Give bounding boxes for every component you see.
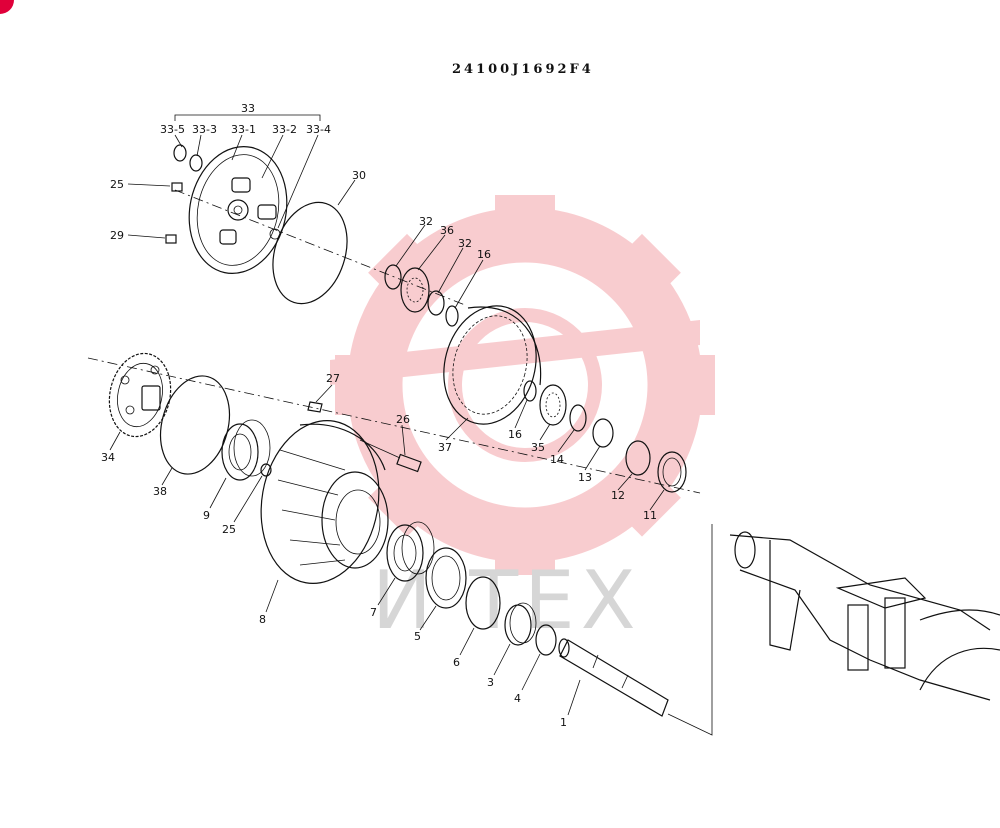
part-38-o-ring (159, 375, 231, 475)
callout-4: 4 (514, 692, 521, 705)
axis-line-lower (87, 357, 701, 494)
watermark-gear-icon (330, 195, 715, 575)
callout-32-b: 32 (458, 237, 472, 250)
callout-14: 14 (550, 453, 564, 466)
callout-33-2: 33-2 (272, 123, 297, 136)
part-6-o-ring (465, 576, 501, 630)
part-13-lock-nut (592, 418, 614, 448)
callout-34: 34 (101, 451, 115, 464)
callout-32: 32 (419, 215, 433, 228)
part-36-planet-gear (400, 267, 430, 313)
callout-7: 7 (370, 606, 377, 619)
callout-1: 1 (560, 716, 567, 729)
callout-33-5: 33-5 (160, 123, 185, 136)
part-33-carrier-cover (165, 144, 288, 274)
callout-12: 12 (611, 489, 625, 502)
part-30-o-ring (272, 201, 348, 305)
callout-27: 27 (326, 372, 340, 385)
callout-3: 3 (487, 676, 494, 689)
callout-labels: 33 33-5 33-3 33-1 33-2 33-4 25 29 30 32 … (101, 102, 657, 729)
callout-38: 38 (153, 485, 167, 498)
part-9-bearing (221, 419, 271, 481)
part-27-plug (307, 401, 323, 413)
callout-16-b: 16 (508, 428, 522, 441)
callout-8: 8 (259, 613, 266, 626)
part-3-collar (504, 602, 537, 646)
bracket-line (667, 524, 713, 736)
part-4-o-ring (535, 624, 557, 656)
callout-5: 5 (414, 630, 421, 643)
callout-37: 37 (438, 441, 452, 454)
callout-26: 26 (396, 413, 410, 426)
watermark-text: И ТЕХ (372, 554, 642, 647)
callout-30: 30 (352, 169, 366, 182)
part-32-washer (384, 264, 402, 290)
part-1-axle-shaft (558, 638, 669, 717)
part-16-snap-ring-b (523, 380, 537, 402)
callout-36: 36 (440, 224, 454, 237)
part-25-plug-b (260, 463, 272, 477)
part-34-sprocket (108, 352, 172, 438)
part-16-snap-ring (445, 305, 459, 327)
part-5-seal (425, 547, 467, 609)
callout-6: 6 (453, 656, 460, 669)
part-14-washer (569, 404, 587, 432)
part-8-hub-housing (260, 420, 389, 584)
callout-16: 16 (477, 248, 491, 261)
callout-9: 9 (203, 509, 210, 522)
callout-33: 33 (241, 102, 255, 115)
callout-33-1: 33-1 (231, 123, 256, 136)
axis-line-upper (174, 189, 466, 306)
drawing-code: 24100J1692F4 (452, 62, 594, 77)
callout-13: 13 (578, 471, 592, 484)
axle-housing (729, 531, 1000, 701)
callout-33-3: 33-3 (192, 123, 217, 136)
callout-25: 25 (110, 178, 124, 191)
callout-29: 29 (110, 229, 124, 242)
leader-lines (109, 134, 665, 716)
part-7-bearing (386, 521, 435, 582)
part-35-sun-gear (539, 384, 567, 426)
part-32-washer-b (427, 290, 445, 316)
part-37-ring-gear (443, 305, 542, 425)
callout-11: 11 (643, 509, 657, 522)
part-11-nut (657, 451, 687, 493)
part-12-lock-washer (625, 440, 651, 476)
callout-35: 35 (531, 441, 545, 454)
callout-33-4: 33-4 (306, 123, 331, 136)
group-bracket (174, 114, 321, 121)
callout-25-b: 25 (222, 523, 236, 536)
